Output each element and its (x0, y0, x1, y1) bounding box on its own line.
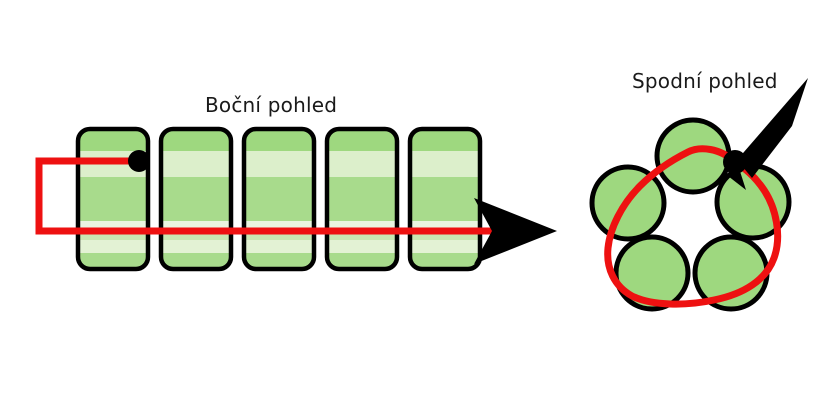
side-view-cell (158, 126, 234, 272)
bottom-view-label: Spodní pohled (632, 69, 778, 93)
side-view-group: Boční pohled (35, 93, 557, 272)
side-view-marker-dot (128, 150, 150, 172)
cell-bands (327, 129, 397, 269)
bottom-view-group: Spodní pohled (589, 69, 808, 312)
side-view-cell (324, 126, 400, 272)
bottom-view-circle-top (654, 117, 732, 195)
side-view-cell (407, 126, 483, 272)
bottom-view-circle-bottom-left (613, 234, 691, 312)
cell-outline (75, 126, 151, 272)
cell-bands (410, 129, 480, 269)
bottom-view-pointer-icon (737, 78, 808, 178)
side-view-label: Boční pohled (205, 93, 337, 117)
bottom-view-marker-dot (723, 150, 747, 174)
cell-outline (324, 126, 400, 272)
side-view-cell (241, 126, 317, 272)
cell-bands (78, 129, 148, 269)
side-view-wire-path (35, 157, 505, 235)
side-view-cell (75, 126, 151, 272)
cell-bands (244, 129, 314, 269)
cell-outline (407, 126, 483, 272)
cell-outline (241, 126, 317, 272)
side-view-arrow-icon (474, 198, 557, 264)
cell-outline (158, 126, 234, 272)
cell-bands (161, 129, 231, 269)
bottom-view-loop-path (604, 145, 782, 308)
